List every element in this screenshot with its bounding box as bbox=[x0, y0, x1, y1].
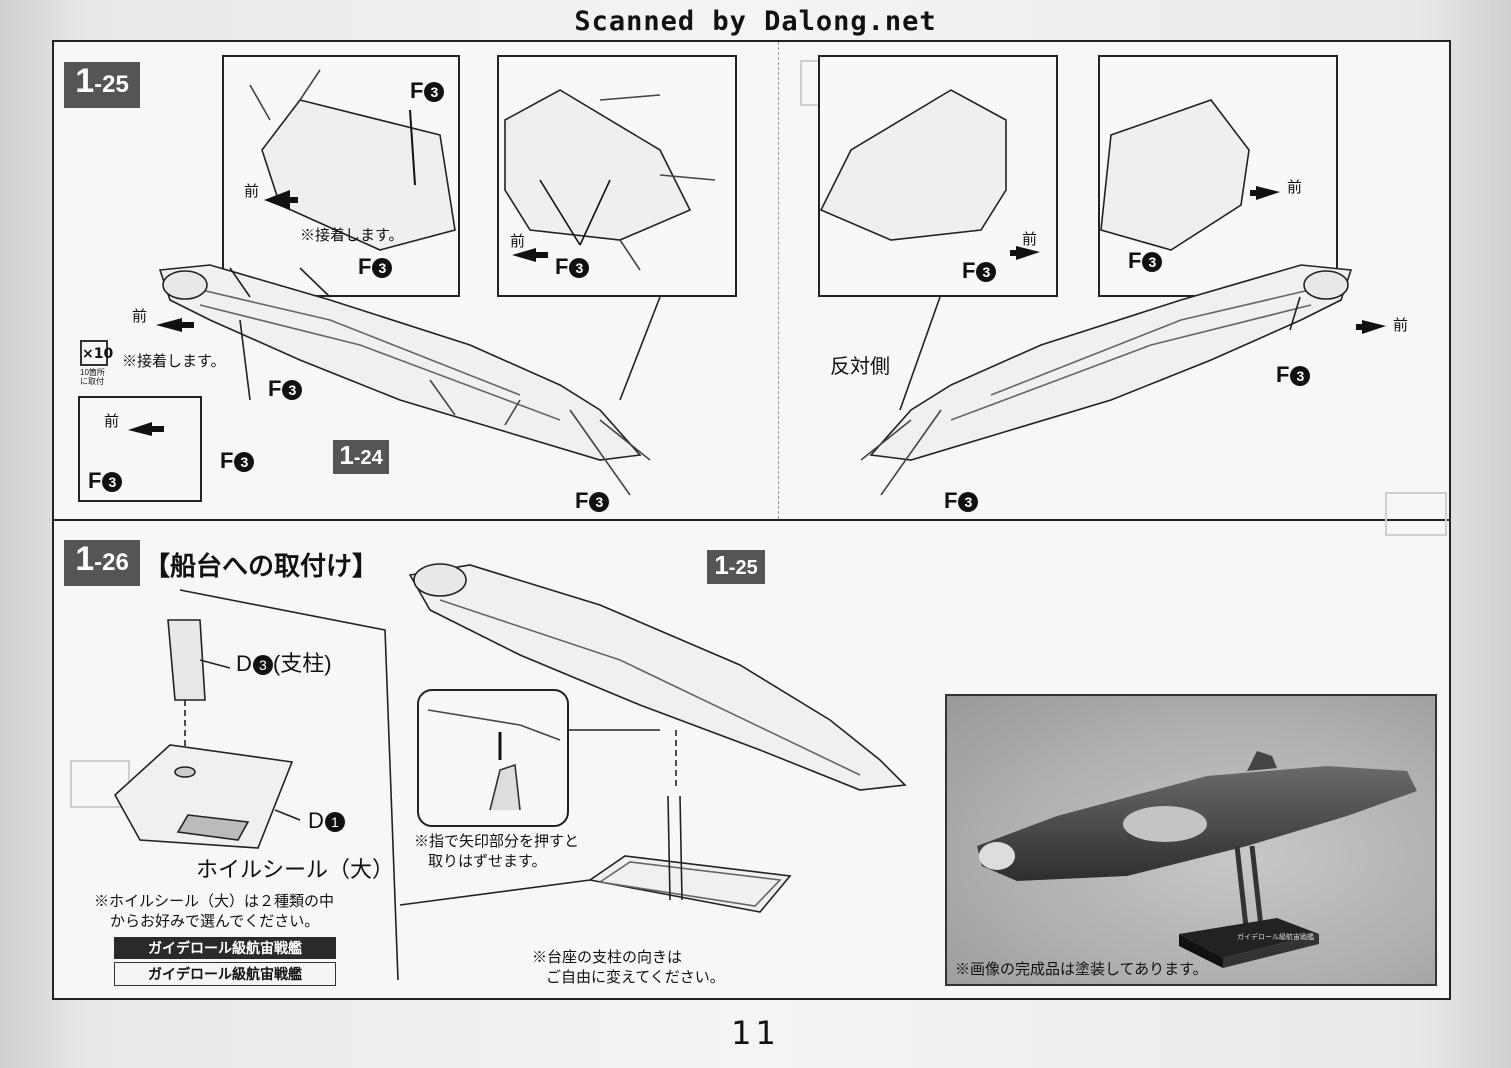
front-label: 前 bbox=[1287, 179, 1303, 196]
x10-badge: ×10 bbox=[80, 340, 113, 366]
model-photo-render bbox=[977, 751, 1417, 968]
page-number: 11 bbox=[731, 1014, 780, 1052]
step-ref-badge-1-25: 1-25 bbox=[707, 550, 765, 584]
x10-caption: 10箇所 に取付 bbox=[80, 368, 105, 386]
photo-base-label: ガイデロール級航宙戦艦 bbox=[1237, 934, 1314, 941]
step-badge-1-26: 1-26 bbox=[64, 540, 140, 586]
opposite-side-label: 反対側 bbox=[830, 356, 890, 378]
section-divider bbox=[52, 519, 1451, 521]
front-label: 前 bbox=[1022, 231, 1038, 248]
finished-model-photo: ガイデロール級航宙戦艦 ※画像の完成品は塗装してあります。 bbox=[945, 694, 1437, 986]
sticker-option-light: ガイデロール級航宙戦艦 bbox=[114, 962, 336, 986]
scanned-by-header: Scanned by Dalong.net bbox=[574, 6, 937, 37]
finger-removal-note: ※指で矢印部分を押すと 取りはずせます。 bbox=[414, 833, 580, 870]
step-badge-1-25: 1-25 bbox=[64, 62, 140, 108]
photo-painted-note: ※画像の完成品は塗装してあります。 bbox=[955, 961, 1208, 978]
foil-sticker-note: ※ホイルシール（大）は２種類の中 からお好みで選んでください。 bbox=[94, 893, 335, 930]
glue-note: ※接着します。 bbox=[122, 353, 226, 370]
detail-callout-small bbox=[78, 396, 202, 502]
center-fold-line bbox=[778, 42, 779, 519]
ghost-panel bbox=[1385, 492, 1447, 536]
sticker-option-dark: ガイデロール級航宙戦艦 bbox=[114, 937, 336, 959]
front-label: 前 bbox=[244, 183, 260, 200]
front-label: 前 bbox=[510, 233, 526, 250]
step-title: 【船台への取付け】 bbox=[144, 552, 379, 582]
front-label: 前 bbox=[1393, 317, 1409, 334]
foil-sticker-label: ホイルシール（大） bbox=[196, 857, 395, 882]
stand-direction-note: ※台座の支柱の向きは ご自由に変えてください。 bbox=[532, 949, 725, 986]
glue-note: ※接着します。 bbox=[300, 227, 404, 244]
step-ref-badge-1-24: 1-24 bbox=[333, 440, 389, 474]
front-label: 前 bbox=[132, 308, 148, 325]
front-label: 前 bbox=[104, 413, 120, 430]
